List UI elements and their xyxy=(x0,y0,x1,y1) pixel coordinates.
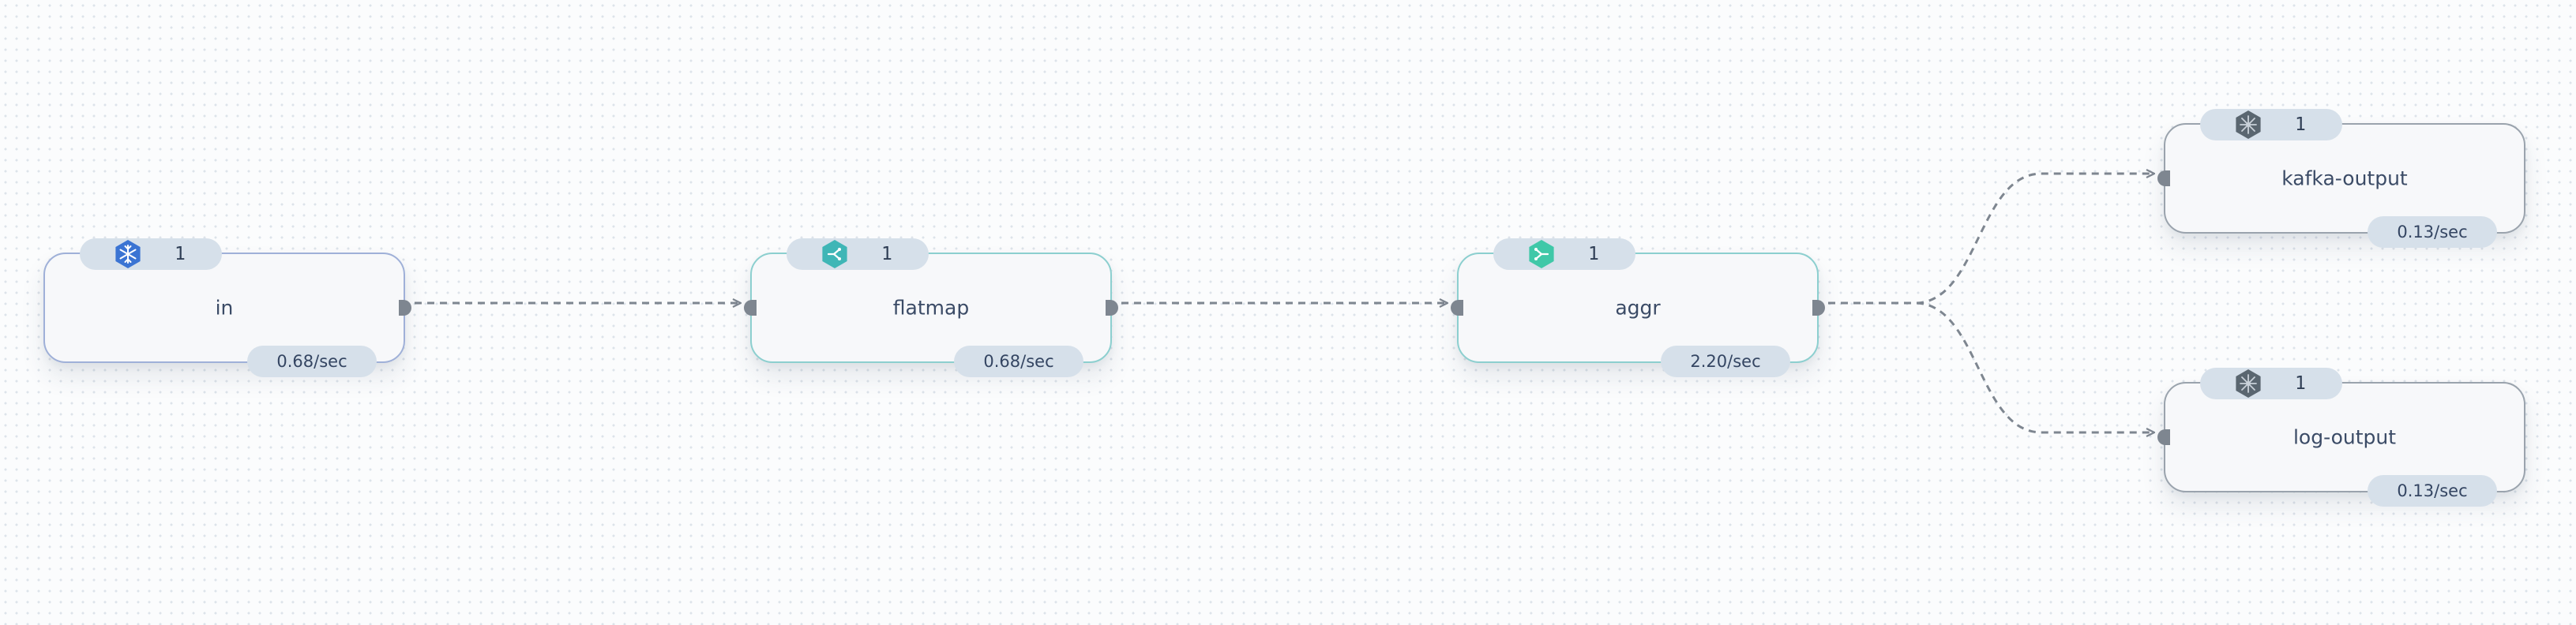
input-port[interactable] xyxy=(744,300,757,316)
sink-icon xyxy=(2236,369,2261,398)
node-badge: 1 xyxy=(787,238,929,270)
node-badge: 1 xyxy=(2200,109,2342,140)
instance-count: 1 xyxy=(881,244,892,264)
node-kafka-output[interactable]: 1 kafka-output 0.13/sec xyxy=(2157,109,2525,248)
instance-count: 1 xyxy=(1588,244,1599,264)
branch-icon xyxy=(822,240,847,268)
node-label: in xyxy=(215,296,234,320)
node-flatmap[interactable]: 1 flatmap 0.68/sec xyxy=(744,238,1118,377)
throughput-rate: 0.13/sec xyxy=(2368,475,2497,507)
input-port[interactable] xyxy=(2157,170,2170,186)
output-port[interactable] xyxy=(399,300,411,316)
snowflake-icon xyxy=(115,240,141,268)
input-port[interactable] xyxy=(1451,300,1463,316)
edge-aggr-log-output xyxy=(1828,301,2154,432)
throughput-rate: 0.68/sec xyxy=(247,346,377,377)
output-port[interactable] xyxy=(1812,300,1825,316)
throughput-rate: 0.13/sec xyxy=(2368,216,2497,248)
node-label: flatmap xyxy=(892,296,970,320)
merge-icon xyxy=(1529,240,1554,268)
node-aggr[interactable]: 1 aggr 2.20/sec xyxy=(1451,238,1825,377)
instance-count: 1 xyxy=(2295,114,2306,135)
input-port[interactable] xyxy=(2157,429,2170,445)
node-in[interactable]: 1 in 0.68/sec xyxy=(43,238,411,377)
node-label: aggr xyxy=(1615,296,1661,320)
node-badge: 1 xyxy=(1493,238,1635,270)
node-log-output[interactable]: 1 log-output 0.13/sec xyxy=(2157,368,2525,507)
throughput-rate: 2.20/sec xyxy=(1661,346,1790,377)
throughput-rate: 0.68/sec xyxy=(954,346,1083,377)
node-badge: 1 xyxy=(2200,368,2342,399)
output-port[interactable] xyxy=(1106,300,1118,316)
node-badge: 1 xyxy=(80,238,222,270)
node-label: log-output xyxy=(2292,425,2397,449)
instance-count: 1 xyxy=(175,244,186,264)
edge-aggr-kafka-output xyxy=(1828,174,2154,305)
node-label: kafka-output xyxy=(2281,167,2408,190)
instance-count: 1 xyxy=(2295,373,2306,394)
sink-icon xyxy=(2236,110,2261,139)
